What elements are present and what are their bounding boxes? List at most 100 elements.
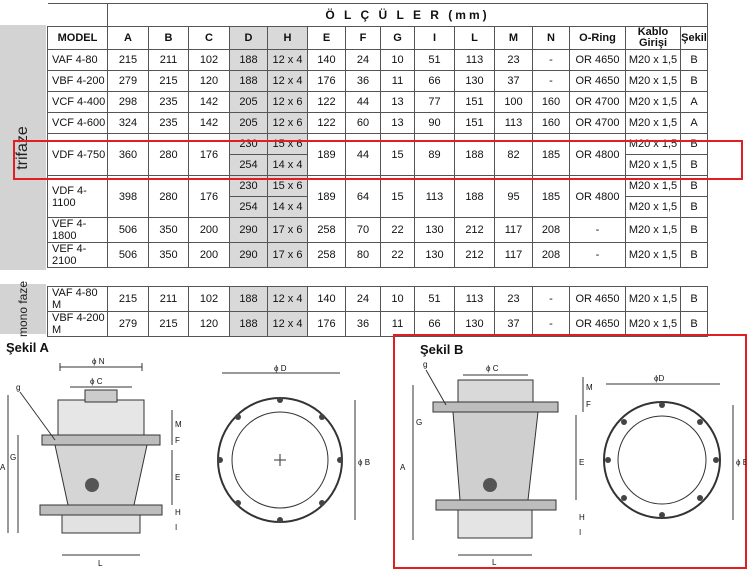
column-header: L xyxy=(454,26,495,50)
table-cell: 208 xyxy=(532,242,570,268)
table-cell: 13 xyxy=(380,112,415,134)
figure-b-label-h: H xyxy=(579,513,585,522)
figure-b-label-g: g xyxy=(423,360,427,369)
figure-b-label-c: ϕ C xyxy=(486,364,499,373)
table-cell: OR 4650 xyxy=(569,311,626,337)
column-header: Kablo Girişi xyxy=(625,26,681,50)
figure-b-label-f: F xyxy=(586,400,591,409)
column-header: C xyxy=(188,26,230,50)
figure-a-title: Şekil A xyxy=(6,340,49,355)
figure-a-label-h: H xyxy=(175,508,181,517)
table-cell: 15 xyxy=(380,175,415,218)
table-cell: 140 xyxy=(307,286,346,312)
table-cell: 188 xyxy=(229,70,268,92)
figure-a-label-b: ϕ B xyxy=(358,458,370,467)
column-header: O-Ring xyxy=(569,26,626,50)
table-cell: A xyxy=(680,112,708,134)
table-cell: 113 xyxy=(494,112,533,134)
table-cell: - xyxy=(532,286,570,312)
figure-a-label-l: L xyxy=(98,559,103,568)
table-cell: 324 xyxy=(107,112,149,134)
table-cell: 37 xyxy=(494,311,533,337)
figure-b-label-g-dim: G xyxy=(416,418,422,427)
figure-a-label-a: A xyxy=(0,463,6,472)
figure-b-title: Şekil B xyxy=(420,342,464,357)
table-cell: 230 xyxy=(229,175,268,197)
column-header: B xyxy=(148,26,189,50)
table-cell: 36 xyxy=(345,311,381,337)
table-cell: OR 4650 xyxy=(569,49,626,71)
figure-a-label-d: ϕ D xyxy=(274,365,287,373)
table-cell: 70 xyxy=(345,217,381,243)
table-cell: 102 xyxy=(188,286,230,312)
table-cell: 205 xyxy=(229,91,268,113)
table-cell: 212 xyxy=(454,217,495,243)
table-cell: B xyxy=(680,196,708,218)
table-cell: - xyxy=(569,242,626,268)
table-cell: 298 xyxy=(107,91,149,113)
table-cell: 200 xyxy=(188,217,230,243)
figure-b-label-d: ϕD xyxy=(654,374,664,383)
side-label-mono-phase: mono faze xyxy=(0,281,46,337)
table-cell: 23 xyxy=(494,49,533,71)
table-cell: 140 xyxy=(307,49,346,71)
table-cell: B xyxy=(680,311,708,337)
table-cell: 230 xyxy=(229,133,268,155)
table-cell: VAF 4-80 M xyxy=(47,286,108,312)
table-cell: M20 x 1,5 xyxy=(625,311,681,337)
table-cell: 11 xyxy=(380,311,415,337)
table-cell: M20 x 1,5 xyxy=(625,133,681,155)
figure-b-highlight xyxy=(393,334,747,569)
table-title: Ö L Ç Ü L E R (mm) xyxy=(107,3,708,27)
table-cell: B xyxy=(680,70,708,92)
table-cell: OR 4700 xyxy=(569,112,626,134)
figure-a-top-view: ϕ D ϕ B xyxy=(217,365,370,523)
table-cell: 12 x 4 xyxy=(267,49,308,71)
table-cell: 10 xyxy=(380,49,415,71)
table-cell: 37 xyxy=(494,70,533,92)
table-cell: 95 xyxy=(494,175,533,218)
column-header: M xyxy=(494,26,533,50)
table-cell: 142 xyxy=(188,112,230,134)
figure-b-side-view: ϕ C g A G M F E H I L xyxy=(400,360,593,567)
table-cell: M20 x 1,5 xyxy=(625,175,681,197)
table-cell: M20 x 1,5 xyxy=(625,217,681,243)
column-header: H xyxy=(267,26,308,50)
table-cell: VBF 4-200 M xyxy=(47,311,108,337)
table-cell: VAF 4-80 xyxy=(47,49,108,71)
column-header: D xyxy=(229,26,268,50)
table-cell: 77 xyxy=(414,91,455,113)
table-cell: 188 xyxy=(454,175,495,218)
table-cell: 130 xyxy=(414,242,455,268)
table-cell: 113 xyxy=(414,175,455,218)
column-header: G xyxy=(380,26,415,50)
figure-a-label-m: M xyxy=(175,420,182,429)
table-cell: 215 xyxy=(148,311,189,337)
table-cell: 64 xyxy=(345,175,381,218)
column-header: I xyxy=(414,26,455,50)
side-label-three-phase: trifaze xyxy=(0,25,46,270)
column-header: N xyxy=(532,26,570,50)
table-cell: - xyxy=(532,70,570,92)
table-cell: 66 xyxy=(414,311,455,337)
table-cell: M20 x 1,5 xyxy=(625,112,681,134)
highlight-row-vdf-4-750 xyxy=(13,140,743,180)
figure-a-label-f: F xyxy=(175,436,180,445)
column-header: A xyxy=(107,26,149,50)
table-cell: 200 xyxy=(188,242,230,268)
table-cell: B xyxy=(680,217,708,243)
table-cell: M20 x 1,5 xyxy=(625,196,681,218)
table-cell: 22 xyxy=(380,217,415,243)
table-cell: 130 xyxy=(454,70,495,92)
table-cell: 122 xyxy=(307,112,346,134)
table-cell: 122 xyxy=(307,91,346,113)
table-cell: 506 xyxy=(107,242,149,268)
table-cell: 350 xyxy=(148,242,189,268)
